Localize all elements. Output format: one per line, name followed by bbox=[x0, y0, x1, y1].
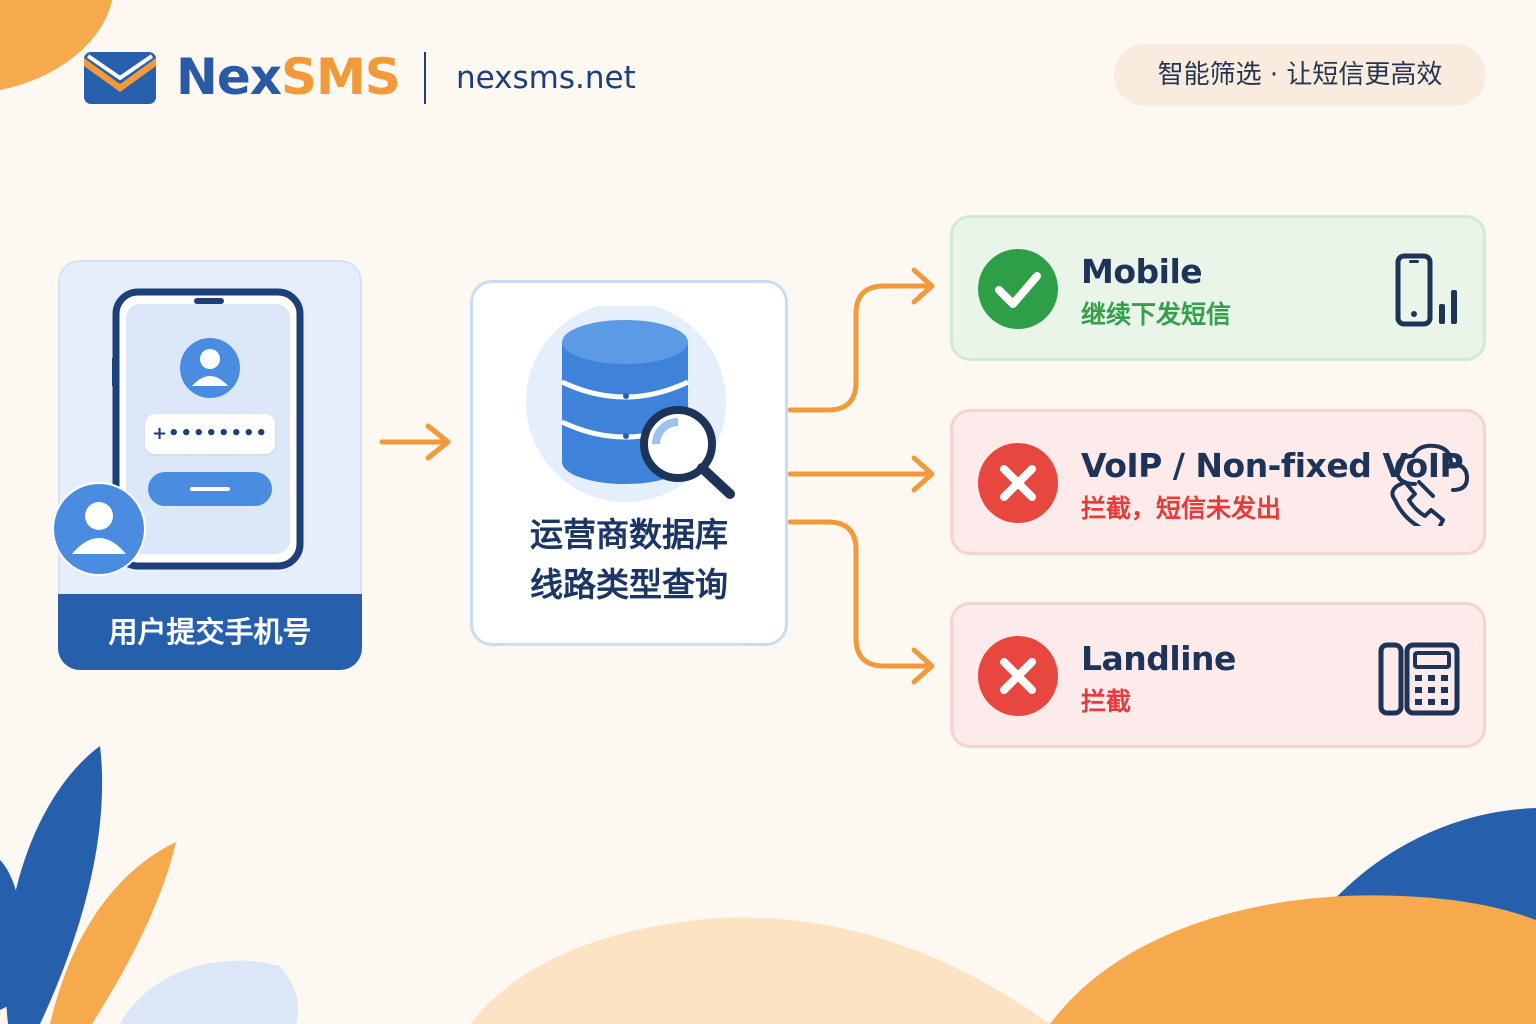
carrier-lookup-label-line1: 运营商数据库 bbox=[530, 515, 728, 554]
slogan-badge: 智能筛选 · 让短信更高效 bbox=[1114, 44, 1486, 106]
leaf-blue-large bbox=[5, 746, 103, 1024]
result-card-mobile: Mobile 继续下发短信 bbox=[950, 215, 1486, 361]
result-title-mobile: Mobile bbox=[1081, 252, 1203, 291]
leaf-blue-small bbox=[0, 860, 24, 1010]
carrier-lookup-label-line2: 线路类型查询 bbox=[530, 565, 728, 604]
brand-name: NexSMS bbox=[176, 46, 401, 108]
desk-phone-icon bbox=[1378, 642, 1460, 716]
brand-name-part2: SMS bbox=[281, 48, 401, 106]
website-domain: nexsms.net bbox=[456, 60, 636, 96]
masked-phone-number: +•••••••• bbox=[145, 414, 275, 454]
corner-blob-bottom-mid bbox=[470, 917, 1050, 1024]
result-subtitle-landline: 拦截 bbox=[1081, 687, 1132, 716]
corner-blob-bottom-right-orange bbox=[1050, 895, 1536, 1024]
user-input-label: 用户提交手机号 bbox=[58, 594, 362, 670]
result-subtitle-mobile: 继续下发短信 bbox=[1081, 300, 1232, 329]
user-avatar-icon bbox=[52, 482, 146, 576]
cross-icon bbox=[978, 636, 1058, 716]
database-search-icon bbox=[526, 306, 735, 502]
leaf-light bbox=[120, 960, 299, 1024]
check-icon bbox=[978, 249, 1058, 329]
mobile-signal-icon bbox=[1395, 253, 1457, 327]
envelope-logo-icon bbox=[84, 52, 156, 104]
cross-icon bbox=[978, 443, 1058, 523]
submit-button[interactable] bbox=[148, 472, 272, 506]
corner-blob-top-left bbox=[0, 0, 112, 90]
result-card-landline: Landline 拦截 bbox=[950, 602, 1486, 748]
cloud-phone-icon bbox=[1390, 443, 1470, 526]
leaf-orange bbox=[50, 842, 176, 1024]
header-divider bbox=[424, 52, 426, 104]
carrier-lookup-label: 运营商数据库 线路类型查询 bbox=[470, 510, 788, 610]
result-card-voip: VoIP / Non-fixed VoIP 拦截，短信未发出 bbox=[950, 409, 1486, 555]
brand-name-part1: Nex bbox=[176, 48, 282, 106]
result-subtitle-voip: 拦截，短信未发出 bbox=[1081, 494, 1282, 523]
result-title-landline: Landline bbox=[1081, 639, 1236, 678]
